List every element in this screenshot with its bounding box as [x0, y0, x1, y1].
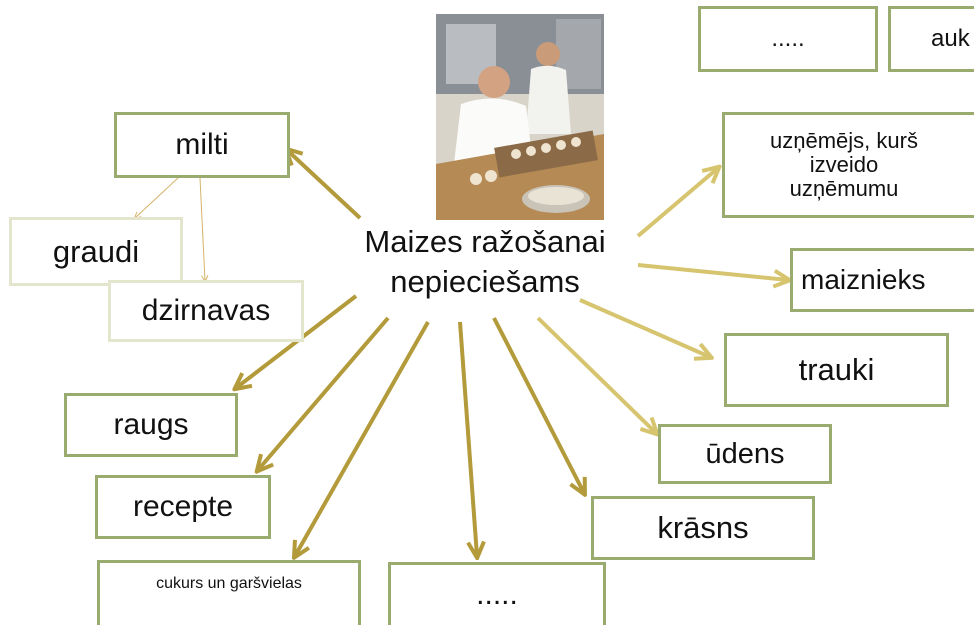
node-dots-top: ..... [698, 6, 878, 72]
node-milti-label: milti [175, 128, 229, 161]
node-krasns: krāsns [591, 496, 815, 560]
node-cukurs-label: cukurs un garšvielas [156, 575, 302, 592]
node-uznemejs: uzņēmējs, kurš izveido uzņēmumu [722, 112, 974, 218]
node-milti: milti [114, 112, 290, 178]
arrow-to-cukurs [295, 321, 430, 556]
node-krasns-label: krāsns [657, 510, 749, 545]
arrow-to-trauki [579, 298, 710, 357]
node-maiznieks-label: maiznieks [801, 264, 926, 295]
node-dots-bottom-label: ..... [476, 578, 518, 611]
central-topic-line2: nepieciešams [390, 264, 580, 299]
node-trauki: trauki [724, 333, 949, 407]
central-topic-line1: Maizes ražošanai [364, 224, 606, 259]
node-dzirnavas: dzirnavas [108, 280, 304, 342]
node-uznemejs-line2: izveido [809, 152, 879, 177]
arrow-milti-to-graudi [135, 177, 179, 218]
arrow-to-uznemejs [636, 168, 718, 238]
node-recepte: recepte [95, 475, 271, 539]
arrow-milti-to-dzirnavas [199, 177, 205, 281]
node-cukurs: cukurs un garšvielas [97, 560, 361, 625]
central-topic: Maizes ražošanai nepieciešams [330, 222, 640, 302]
node-graudi: graudi [9, 217, 183, 286]
bakers-photo [436, 14, 604, 220]
node-auk-label: auk [931, 25, 970, 52]
arrow-to-udens [536, 316, 656, 433]
node-auk: auk [888, 6, 974, 72]
arrow-to-krasns [492, 317, 584, 493]
node-graudi-label: graudi [52, 233, 140, 269]
node-dzirnavas-label: dzirnavas [141, 294, 271, 327]
arrow-to-maiznieks [637, 263, 788, 280]
arrow-to-dots-bottom [458, 321, 477, 556]
node-dots-top-label: ..... [771, 25, 805, 52]
node-raugs: raugs [64, 393, 238, 457]
arrow-to-raugs [236, 294, 358, 388]
node-recepte-label: recepte [132, 490, 234, 523]
node-udens-label: ūdens [705, 437, 785, 470]
arrow-to-milti [287, 150, 362, 220]
node-trauki-label: trauki [798, 352, 875, 387]
node-udens: ūdens [658, 424, 832, 484]
node-uznemejs-line3: uzņēmumu [789, 176, 899, 201]
node-maiznieks: maiznieks [790, 248, 974, 312]
node-uznemejs-line1: uzņēmējs, kurš [770, 128, 918, 153]
node-raugs-label: raugs [113, 408, 189, 441]
node-dots-bottom: ..... [388, 562, 606, 625]
arrow-to-recepte [258, 316, 390, 470]
